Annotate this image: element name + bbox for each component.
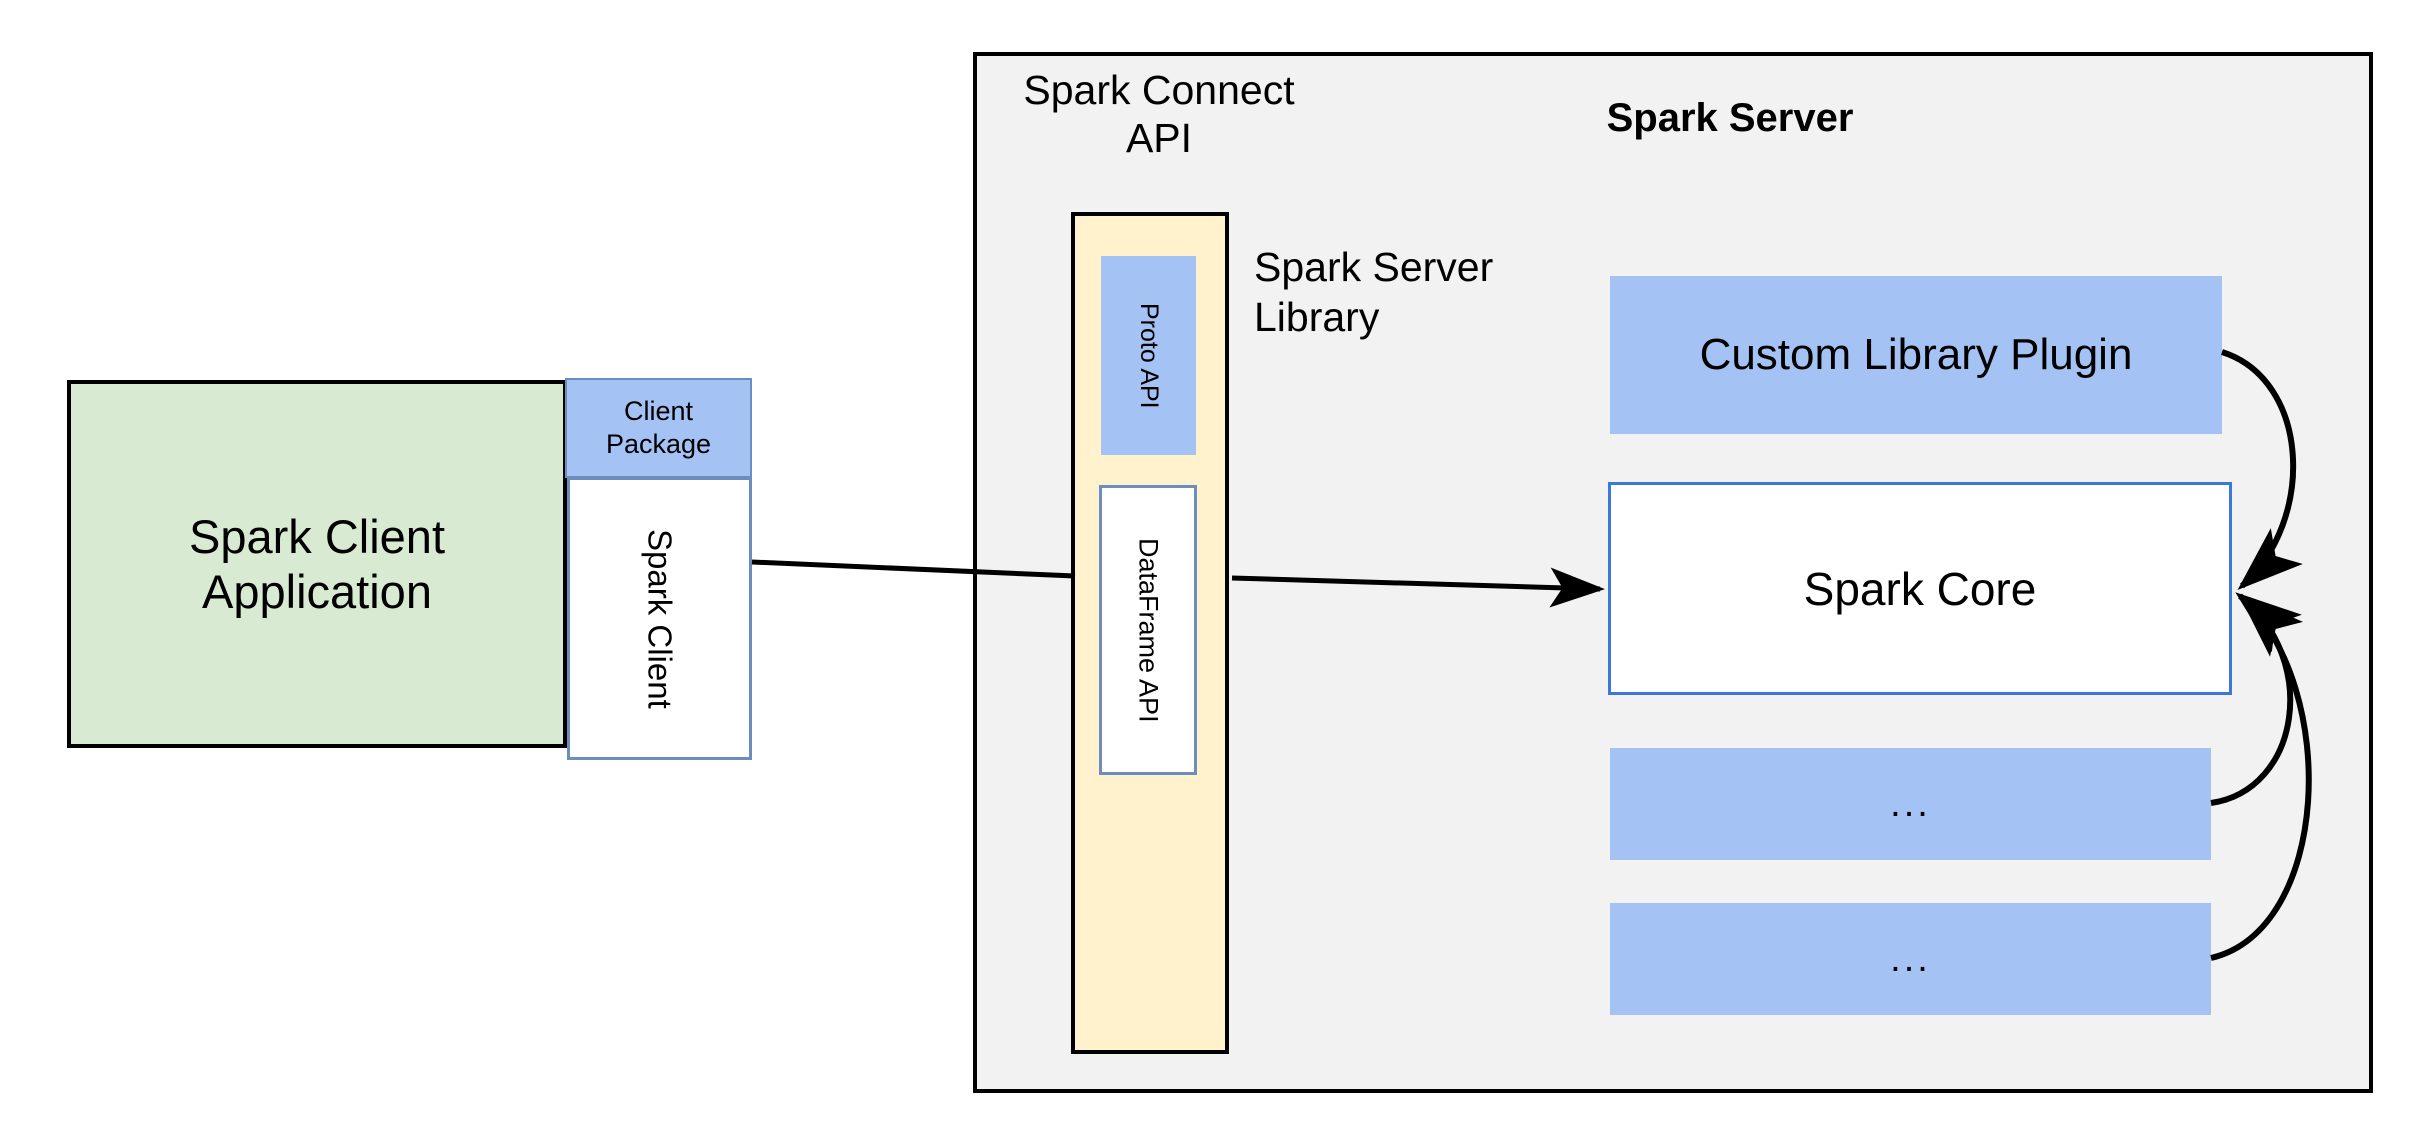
ellipsis-label-2: ... [1890, 937, 1931, 980]
custom-library-plugin-box: Custom Library Plugin [1610, 276, 2222, 434]
custom-library-plugin-label: Custom Library Plugin [1699, 330, 2133, 379]
spark-server-title: Spark Server [1606, 96, 1854, 140]
dataframe-api-label: DataFrame API [1133, 537, 1164, 723]
spark-client-application-label: Spark Client Application [189, 509, 445, 618]
spark-client-label: Spark Client [641, 528, 679, 709]
proto-api-label: Proto API [1135, 302, 1163, 409]
ellipsis-box-1: ... [1610, 748, 2211, 860]
client-package-box: Client Package [565, 378, 752, 478]
dataframe-api-box: DataFrame API [1099, 485, 1197, 775]
ellipsis-label-1: ... [1890, 782, 1931, 825]
proto-api-box: Proto API [1101, 256, 1196, 455]
spark-server-library-label: Spark Server Library [1254, 244, 1494, 341]
spark-client-box: Spark Client [567, 477, 752, 760]
spark-client-application-box: Spark Client Application [67, 380, 567, 748]
spark-connect-api-label: Spark Connect API [1023, 67, 1295, 162]
spark-core-box: Spark Core [1608, 482, 2232, 695]
ellipsis-box-2: ... [1610, 903, 2211, 1015]
spark-core-label: Spark Core [1803, 562, 2037, 615]
client-package-label: Client Package [605, 396, 712, 459]
